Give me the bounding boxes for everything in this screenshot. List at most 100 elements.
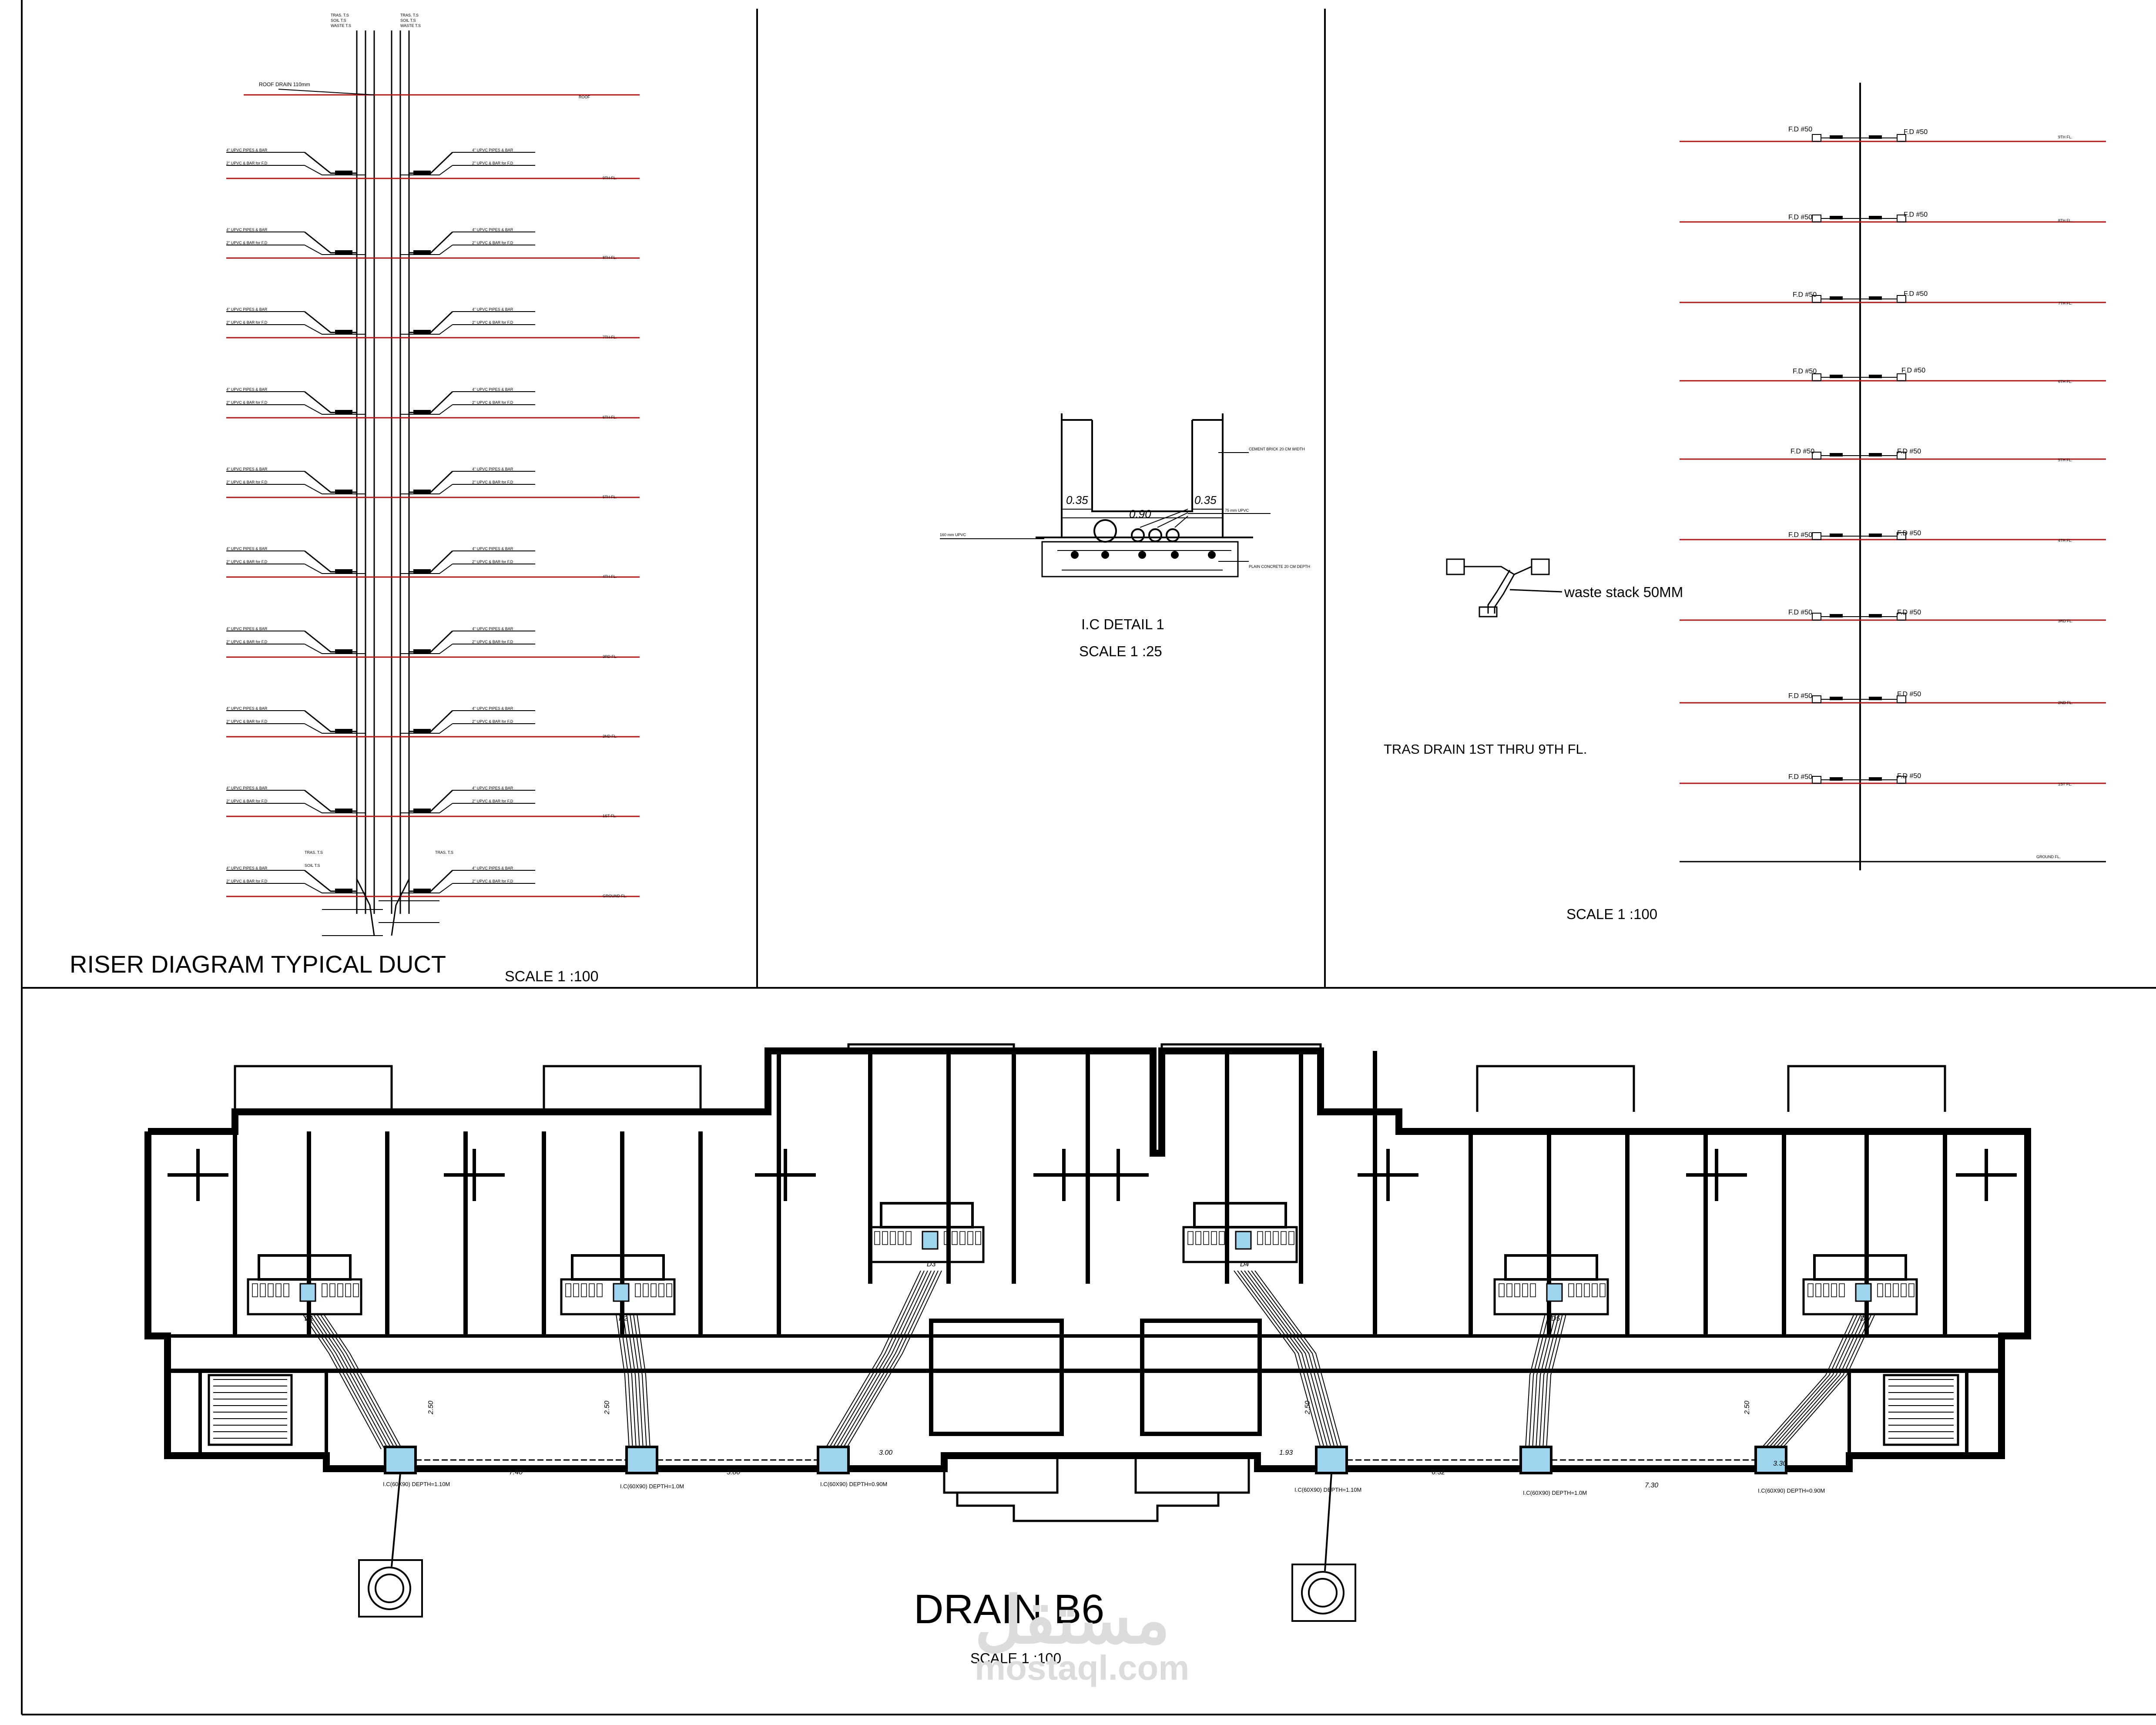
- ic-note-brick: CEMENT BRICK 20 CM WIDTH: [1249, 447, 1305, 451]
- drain-pipe: [832, 1270, 928, 1450]
- ic-label: I.C(60X90) DEPTH=0.90M: [820, 1481, 887, 1487]
- tras-floor-label: 9TH FL.: [2058, 135, 2072, 139]
- plan-dim: 7.40: [509, 1469, 523, 1476]
- drain-pipe: [825, 1270, 921, 1450]
- svg-text:2" UPVC & BAR for F.D: 2" UPVC & BAR for F.D: [472, 799, 513, 803]
- waste-stack-label: waste stack 50MM: [1564, 584, 1683, 600]
- svg-text:4" UPVC PIPES & BAR: 4" UPVC PIPES & BAR: [226, 387, 268, 392]
- svg-text:2" UPVC & BAR for F.D: 2" UPVC & BAR for F.D: [226, 320, 268, 325]
- plan-dim: 3.00: [879, 1449, 892, 1457]
- drain-pipe: [302, 1314, 382, 1450]
- riser-floor-label: GROUND FL.: [603, 894, 627, 898]
- drain-pipe: [842, 1270, 939, 1450]
- drain-pipe: [1777, 1314, 1872, 1450]
- svg-text:4" UPVC PIPES & BAR: 4" UPVC PIPES & BAR: [226, 228, 268, 232]
- svg-text:4" UPVC PIPES & BAR: 4" UPVC PIPES & BAR: [226, 786, 268, 790]
- drain-pipe: [1546, 1314, 1566, 1450]
- tras-floor-label: 6TH FL.: [2058, 379, 2072, 384]
- svg-text:F.D #50: F.D #50: [1897, 691, 1921, 698]
- inspection-chambers: [358, 1446, 1787, 1622]
- ic-labels: I.C(60X90) DEPTH=1.10M I.C(60X90) DEPTH=…: [383, 1481, 1825, 1496]
- plan-dim: 1.93: [1279, 1449, 1293, 1457]
- ic-label: I.C(60X90) DEPTH=1.0M: [620, 1483, 684, 1490]
- drain-pipe: [1760, 1314, 1854, 1450]
- riser-top-label: SOIL T.S: [400, 18, 416, 23]
- drain-pipe: [316, 1314, 396, 1450]
- svg-text:2.50: 2.50: [604, 1401, 611, 1415]
- duct-label: D4: [1240, 1261, 1249, 1268]
- svg-text:4" UPVC PIPES & BAR: 4" UPVC PIPES & BAR: [472, 228, 513, 232]
- svg-text:2" UPVC & BAR for F.D: 2" UPVC & BAR for F.D: [472, 480, 513, 484]
- svg-text:2" UPVC & BAR for F.D: 2" UPVC & BAR for F.D: [472, 879, 513, 883]
- svg-text:2" UPVC & BAR for F.D: 2" UPVC & BAR for F.D: [472, 161, 513, 165]
- svg-text:2" UPVC & BAR for F.D: 2" UPVC & BAR for F.D: [472, 719, 513, 724]
- watermark-arabic: مستقل: [975, 1584, 1170, 1657]
- plan-dim: 2.20: [348, 1467, 362, 1474]
- ic-dim-mid: 0.90: [1129, 507, 1151, 520]
- riser-floor-label: 4TH FL.: [603, 574, 617, 579]
- svg-text:2" UPVC & BAR for F.D: 2" UPVC & BAR for F.D: [226, 400, 268, 405]
- riser-top-label: WASTE T.S: [331, 23, 351, 28]
- tras-floor-label: GROUND FL.: [2036, 855, 2061, 859]
- riser-top-label: TRAS. T.S: [331, 13, 349, 17]
- svg-text:4" UPVC PIPES & BAR: 4" UPVC PIPES & BAR: [226, 148, 268, 152]
- svg-text:F.D #50: F.D #50: [1791, 448, 1814, 455]
- riser-floor-label: 2ND FL.: [603, 734, 617, 738]
- plan-dim: 6.32: [1432, 1469, 1445, 1476]
- riser-base-label-right: TRAS. T.S: [435, 850, 453, 855]
- ic-detail-scale: SCALE 1 :25: [1079, 643, 1162, 659]
- svg-text:2" UPVC & BAR for F.D: 2" UPVC & BAR for F.D: [472, 640, 513, 644]
- svg-text:4" UPVC PIPES & BAR: 4" UPVC PIPES & BAR: [472, 387, 513, 392]
- svg-text:F.D #50: F.D #50: [1897, 609, 1921, 616]
- svg-text:2" UPVC & BAR for F.D: 2" UPVC & BAR for F.D: [472, 320, 513, 325]
- ic-detail-title: I.C DETAIL 1: [1081, 616, 1164, 632]
- drain-pipe: [1237, 1270, 1325, 1450]
- svg-text:2" UPVC & BAR for F.D: 2" UPVC & BAR for F.D: [226, 799, 268, 803]
- svg-text:4" UPVC PIPES & BAR: 4" UPVC PIPES & BAR: [226, 307, 268, 312]
- drain-pipe: [623, 1314, 637, 1450]
- drain-pipe: [626, 1314, 640, 1450]
- svg-text:4" UPVC PIPES & BAR: 4" UPVC PIPES & BAR: [472, 148, 513, 152]
- svg-text:2" UPVC & BAR for F.D: 2" UPVC & BAR for F.D: [226, 640, 268, 644]
- svg-text:F.D #50: F.D #50: [1904, 128, 1928, 136]
- sheet-frame: [21, 0, 2156, 1715]
- svg-text:4" UPVC PIPES & BAR: 4" UPVC PIPES & BAR: [472, 547, 513, 551]
- riser-floor-label: 6TH FL.: [603, 415, 617, 420]
- drain-pipe: [1532, 1314, 1552, 1450]
- drain-pipe: [306, 1314, 385, 1450]
- drain-pipe: [1251, 1270, 1339, 1450]
- riser-scale: SCALE 1 :100: [505, 968, 598, 985]
- riser-floor-label: 3RD FL.: [603, 654, 617, 659]
- drain-pipe: [1781, 1314, 1875, 1450]
- plan-title: DRAIN B6: [914, 1586, 1104, 1632]
- drain-pipe: [1542, 1314, 1563, 1450]
- drain-pipe: [637, 1314, 650, 1450]
- drain-pipe: [838, 1270, 935, 1450]
- drain-floor-plan: 2.20 7.40 5.80 3.00 1.93 6.32 7.30 3.30 …: [144, 1043, 2031, 1666]
- drain-pipe: [633, 1314, 647, 1450]
- ic-note-pipe-left: 160 mm UPVC: [940, 533, 966, 537]
- tras-floor-label: 3RD FL.: [2058, 619, 2073, 623]
- drain-pipe: [835, 1270, 932, 1450]
- duct-label: D1: [305, 1315, 313, 1322]
- drain-pipe: [630, 1314, 644, 1450]
- riser-floor-labels: 9TH FL. 8TH FL. 7TH FL. 6TH FL. 5TH FL. …: [603, 176, 627, 898]
- svg-text:4" UPVC PIPES & BAR: 4" UPVC PIPES & BAR: [226, 547, 268, 551]
- ic-note-pipe-right: 75 mm UPVC: [1225, 508, 1249, 513]
- riser-branch-labels: 4" UPVC PIPES & BAR 2" UPVC & BAR for F.D…: [226, 148, 513, 883]
- drain-pipe: [1539, 1314, 1559, 1450]
- duct-label: D2: [619, 1315, 628, 1322]
- svg-text:4" UPVC PIPES & BAR: 4" UPVC PIPES & BAR: [472, 467, 513, 471]
- riser-diagram: TRAS. T.S SOIL T.S WASTE T.S TRAS. T.S S…: [70, 13, 640, 985]
- svg-text:F.D #50: F.D #50: [1788, 692, 1812, 700]
- svg-text:4" UPVC PIPES & BAR: 4" UPVC PIPES & BAR: [472, 627, 513, 631]
- watermark-latin: mostaql.com: [975, 1648, 1189, 1687]
- plan-scale: SCALE 1 :100: [970, 1650, 1061, 1666]
- svg-text:2" UPVC & BAR for F.D: 2" UPVC & BAR for F.D: [226, 480, 268, 484]
- tras-drain-diagram: 9TH FL. 8TH FL. 7TH FL. 6TH FL. 5TH FL. …: [1384, 83, 2106, 922]
- svg-text:4" UPVC PIPES & BAR: 4" UPVC PIPES & BAR: [226, 706, 268, 711]
- drain-pipe: [845, 1270, 942, 1450]
- ic-detail: 0.35 0.90 0.35 CEMENT BRICK 20 CM WIDTH …: [940, 413, 1310, 659]
